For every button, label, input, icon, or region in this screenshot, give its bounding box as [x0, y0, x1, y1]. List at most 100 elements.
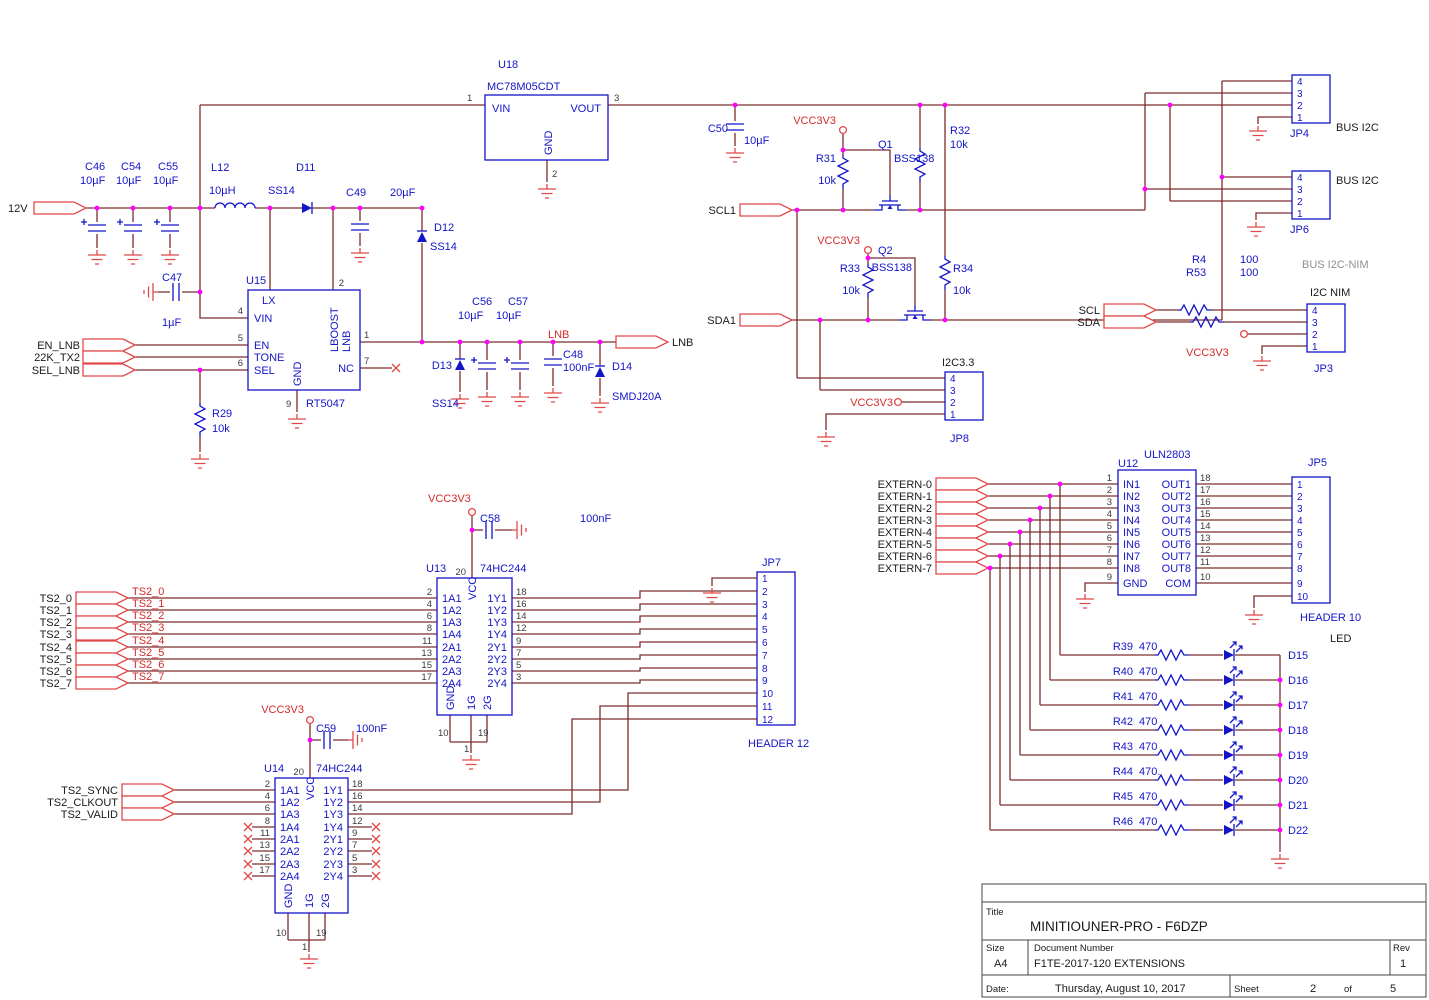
connector-ts2-valid	[121, 807, 175, 821]
ref-u15: U15	[246, 275, 266, 287]
pinnum-u13-10: 10	[438, 728, 449, 739]
val-c55: 10µF	[153, 175, 179, 187]
pinnum-u14-1: 1	[302, 942, 307, 953]
pin-u15-gnd: GND	[292, 362, 304, 387]
connector-lnb-label: LNB	[672, 337, 693, 349]
pin-u12-out5: OUT5	[1162, 527, 1191, 539]
val-r53: 100	[1240, 267, 1258, 279]
pinnum-u13-19: 19	[478, 728, 489, 739]
ref-r44: R44	[1113, 766, 1133, 778]
resistor-r53	[1177, 304, 1213, 316]
ground-icon	[477, 391, 497, 407]
pin-u14-2a4: 2A4	[280, 871, 300, 883]
label-i2c33: I2C3.3	[942, 357, 974, 369]
pinnum-u13: 8	[427, 623, 432, 634]
net-ts2-2: TS2_2	[132, 610, 164, 622]
net-ts2-7: TS2_7	[132, 671, 164, 683]
date-value: Thursday, August 10, 2017	[1055, 983, 1186, 995]
buf2-text: VCC3V3 C59 100nF U14 74HC244 20 VCC 2 4 …	[47, 704, 387, 953]
ref-c55: C55	[158, 161, 178, 173]
pin-u15-vin: VIN	[254, 313, 272, 325]
ref-jp4: JP4	[1290, 128, 1309, 140]
pinnum-u13: 12	[516, 623, 527, 634]
ref-jp3: JP3	[1314, 363, 1333, 375]
resistor-r46	[1154, 824, 1190, 836]
pinnum-jp7: 12	[762, 715, 774, 726]
ground-icon	[537, 183, 557, 199]
ground-icon	[702, 587, 722, 603]
part-u12: ULN2803	[1144, 449, 1190, 461]
size-label: Size	[986, 943, 1004, 954]
conn-label-ts2-7: TS2_7	[40, 678, 72, 690]
pinnum-u14: 14	[352, 803, 363, 814]
val-r29: 10k	[212, 423, 230, 435]
ref-u18: U18	[498, 59, 518, 71]
pinnum-jp6: 3	[1297, 185, 1303, 196]
pinnum-u12: 5	[1107, 521, 1112, 532]
vcc-symbol	[893, 397, 903, 407]
pinnum-u14: 3	[352, 865, 357, 876]
pin-u14-2y4: 2Y4	[323, 871, 343, 883]
ref-c56: C56	[472, 296, 492, 308]
ic-u12-body	[1117, 469, 1197, 596]
pin-u13-1a1: 1A1	[442, 593, 462, 605]
pin-u14-1a2: 1A2	[280, 797, 300, 809]
val-r31: 10k	[818, 175, 836, 187]
ic-u13-body	[436, 577, 513, 716]
size-value: A4	[994, 958, 1007, 970]
pin-u12-in1: IN1	[1123, 479, 1140, 491]
ref-r41: R41	[1113, 691, 1133, 703]
net-vcc3v3: VCC3V3	[793, 115, 836, 127]
net-extern5: EXTERN-5	[878, 539, 932, 551]
pinnum-u13: 13	[421, 648, 432, 659]
label-bus-i2c: BUS I2C	[1336, 175, 1379, 187]
ground-icon	[816, 431, 836, 447]
net-ts2-0: TS2_0	[132, 586, 164, 598]
label-bus-i2c: BUS I2C	[1336, 122, 1379, 134]
resistor-r31	[837, 154, 849, 190]
ref-d17: D17	[1288, 700, 1308, 712]
pinnum-u13: 14	[516, 611, 527, 622]
resistor-r42	[1154, 724, 1190, 736]
pin-u13-2y1: 2Y1	[487, 642, 507, 654]
pin-u12-out6: OUT6	[1162, 539, 1191, 551]
connector-ts2-4	[75, 640, 129, 654]
ground-icon	[1075, 593, 1095, 609]
pin-u14-1g: 1G	[304, 893, 316, 908]
diode-d13	[454, 358, 466, 371]
inductor-l12	[214, 202, 256, 209]
ground-icon	[287, 413, 307, 429]
pin-u14-1y4: 1Y4	[323, 822, 343, 834]
resistor-r34	[939, 255, 951, 291]
pinnum-u14-20: 20	[293, 767, 304, 778]
ref-d20: D20	[1288, 775, 1308, 787]
pin-u13-2y2: 2Y2	[487, 654, 507, 666]
pinnum-u13: 16	[516, 599, 527, 610]
pin-u14-1y3: 1Y3	[323, 809, 343, 821]
ground-icon	[1270, 853, 1290, 869]
buf1-wires	[128, 516, 757, 815]
pin-u13-gnd: GND	[445, 686, 457, 711]
header-jp5-body	[1291, 476, 1331, 604]
pin-u13-1y3: 1Y3	[487, 617, 507, 629]
ref-c57: C57	[508, 296, 528, 308]
no-connect-x	[243, 859, 253, 869]
doc-label: Document Number	[1034, 943, 1114, 954]
pin-u12-in4: IN4	[1123, 515, 1140, 527]
power-symbols	[33, 94, 745, 469]
connector-ts2-0	[75, 591, 129, 605]
pin-u13-vcc: VCC	[467, 577, 479, 600]
pin-u14-2y3: 2Y3	[323, 859, 343, 871]
pin-u13-2y4: 2Y4	[487, 678, 507, 690]
pinnum-jp3: 2	[1312, 330, 1318, 341]
pinnum-u15-6: 6	[238, 358, 243, 369]
led-d22	[1224, 817, 1242, 836]
val-r44: 470.	[1139, 766, 1160, 778]
net-ts2-1: TS2_1	[132, 598, 164, 610]
net-vcc3v3: VCC3V3	[261, 704, 304, 716]
ref-d21: D21	[1288, 800, 1308, 812]
val-c49: 20µF	[390, 187, 416, 199]
ref-u14: U14	[264, 763, 284, 775]
